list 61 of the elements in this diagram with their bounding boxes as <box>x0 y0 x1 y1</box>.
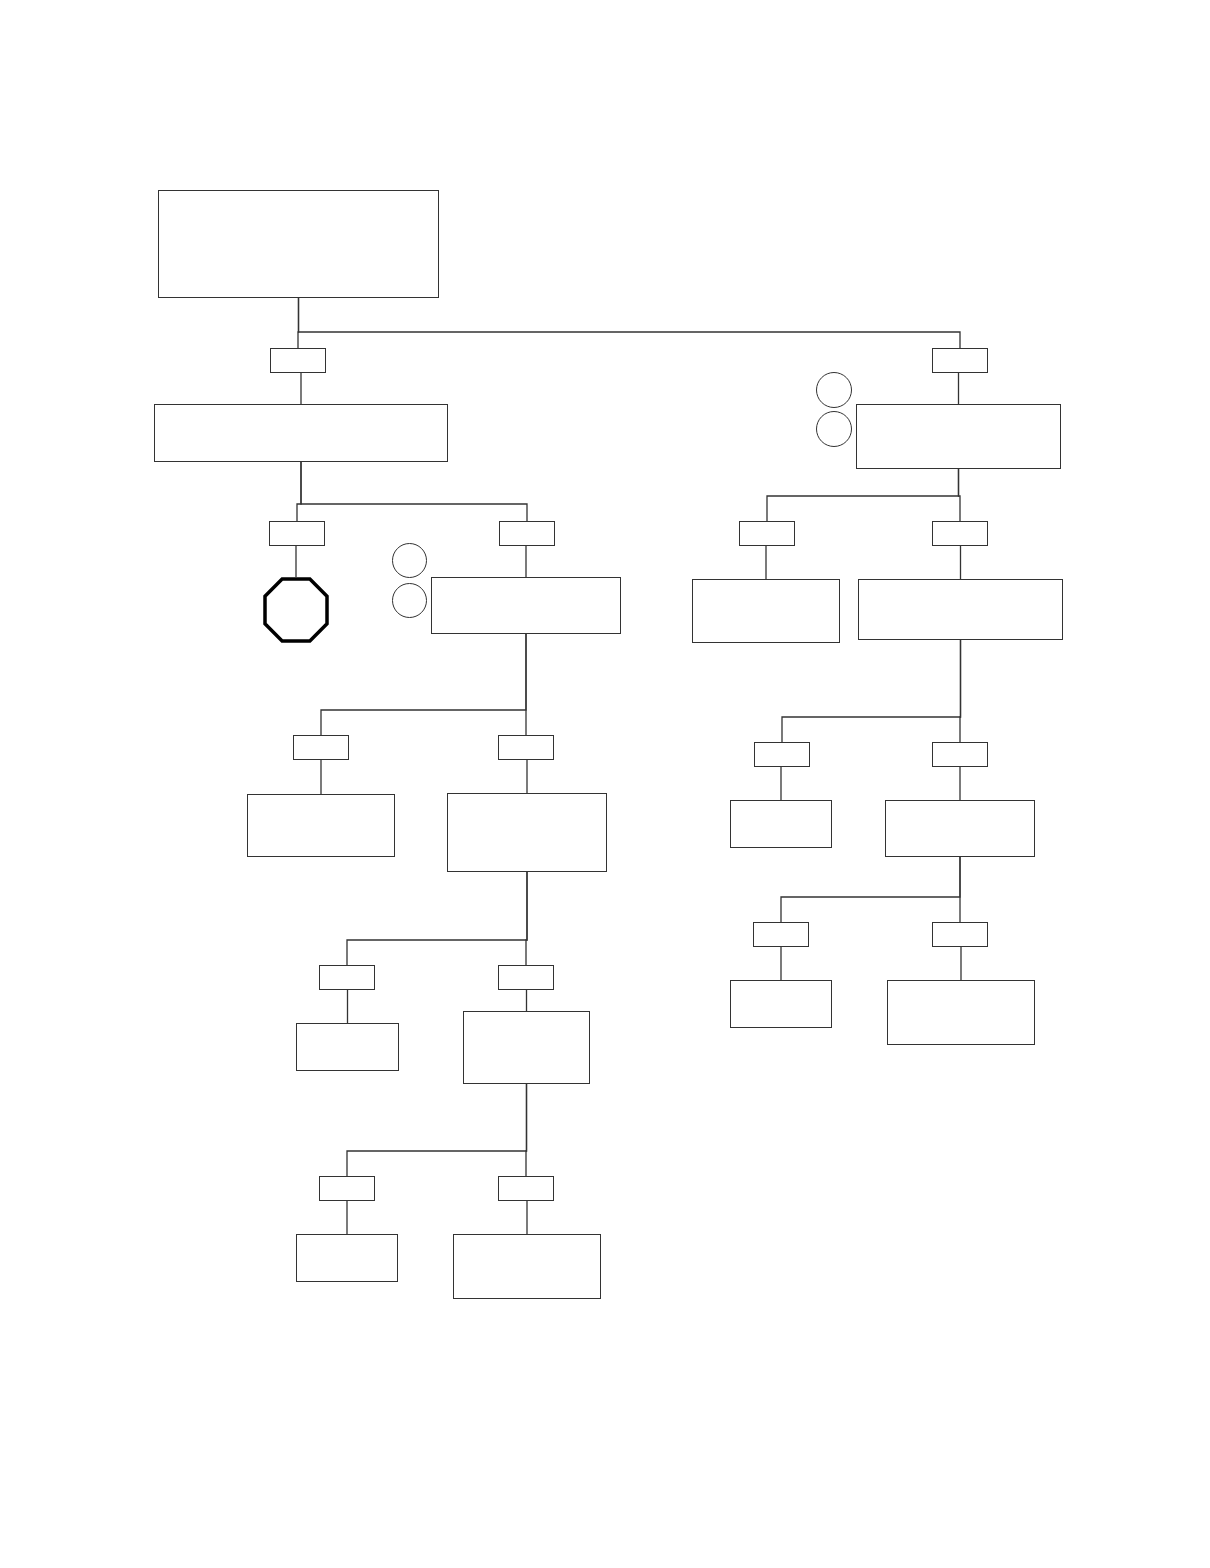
flow-box <box>296 1023 399 1071</box>
connector-line <box>959 766 961 801</box>
stop-octagon <box>263 577 329 643</box>
connector-line <box>300 461 528 522</box>
flow-box <box>319 1176 375 1201</box>
connector-line <box>346 989 349 1024</box>
flow-box <box>858 579 1063 640</box>
flow-box <box>932 521 988 546</box>
flow-box <box>739 521 795 546</box>
circle-marker <box>392 543 427 578</box>
connector-line <box>525 633 527 736</box>
connector-line <box>780 946 782 981</box>
flow-box <box>885 800 1035 857</box>
flow-box <box>154 404 448 462</box>
flow-box <box>753 922 809 947</box>
connector-line <box>300 372 302 405</box>
connector-line <box>346 1200 348 1235</box>
flow-box <box>447 793 607 872</box>
connector-line <box>959 545 962 580</box>
flow-box <box>158 190 439 298</box>
flow-box <box>932 922 988 947</box>
flow-box <box>453 1234 601 1299</box>
circle-marker <box>816 411 852 447</box>
flow-box <box>319 965 375 990</box>
connector-line <box>320 759 322 795</box>
connector-line <box>525 989 528 1012</box>
flow-box <box>754 742 810 767</box>
connector-line <box>525 871 528 966</box>
connector-line <box>765 545 767 580</box>
flow-box <box>887 980 1035 1045</box>
connector-line <box>526 1200 528 1235</box>
flow-box <box>692 579 840 643</box>
flow-box <box>269 521 325 546</box>
flow-box <box>932 348 988 373</box>
connector-line <box>295 545 297 578</box>
circle-marker <box>392 583 427 618</box>
flow-box <box>270 348 326 373</box>
flow-box <box>498 735 554 760</box>
flow-box <box>730 800 832 848</box>
flow-box <box>856 404 1061 469</box>
connector-line <box>960 946 962 981</box>
connector-line <box>780 766 782 801</box>
flow-box <box>498 965 554 990</box>
flow-box <box>296 1234 398 1282</box>
flow-box <box>499 521 555 546</box>
flow-box <box>932 742 988 767</box>
connector-line <box>959 856 961 923</box>
flow-box <box>293 735 349 760</box>
connector-line <box>957 468 961 522</box>
flow-box <box>730 980 832 1028</box>
connector-line <box>297 297 961 349</box>
connector-line <box>959 639 962 743</box>
flow-box <box>498 1176 554 1201</box>
connector-line <box>957 372 960 405</box>
circle-marker <box>816 372 852 408</box>
flow-box <box>431 577 621 634</box>
flow-box <box>247 794 395 857</box>
flow-box <box>463 1011 590 1084</box>
connector-line <box>525 1083 528 1177</box>
connector-line <box>525 545 527 578</box>
connector-line <box>526 759 528 794</box>
